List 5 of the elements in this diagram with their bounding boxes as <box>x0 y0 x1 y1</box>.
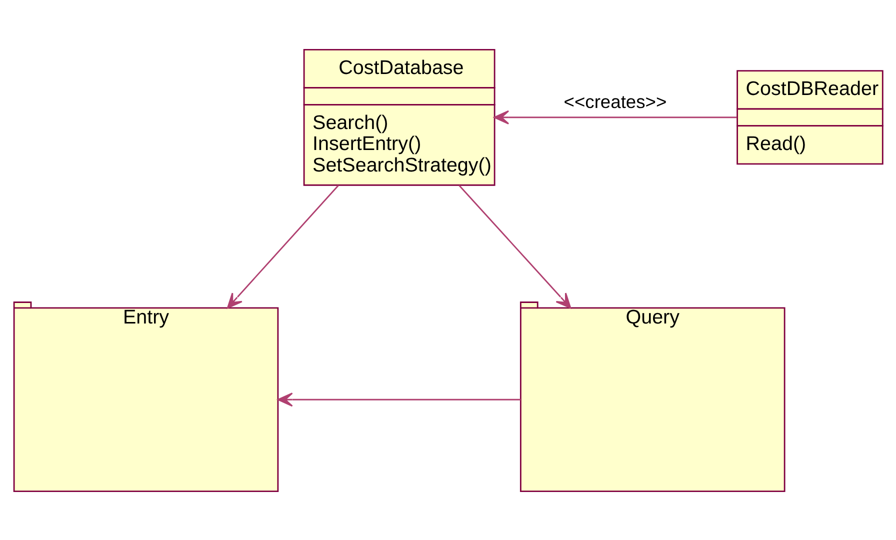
arrow <box>458 184 572 308</box>
arrow <box>226 184 339 308</box>
arrow <box>494 110 736 124</box>
edge-label: <<creates>> <box>564 90 667 112</box>
arrow <box>277 392 521 406</box>
